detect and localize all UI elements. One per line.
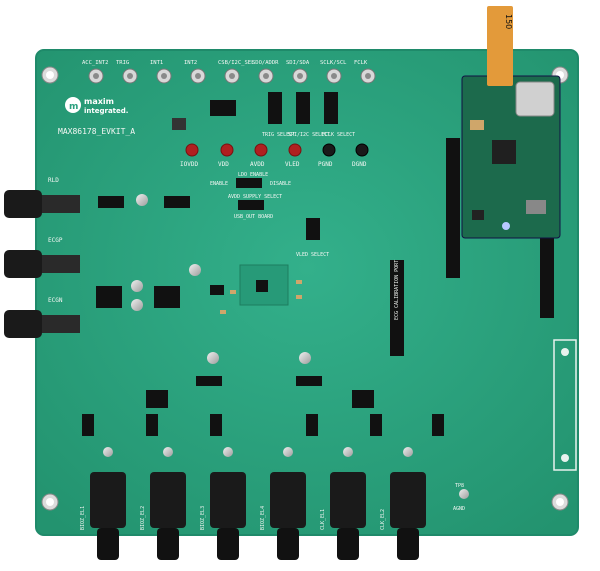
board-name: MAX86178_EVKIT_A xyxy=(58,127,135,136)
ribbon-label: 150 xyxy=(504,14,513,29)
bottom-conn-label-1: BIOZ_EL2 xyxy=(140,506,146,530)
top-label-1: TRIG xyxy=(116,60,129,66)
iovdd-label: IOVDD xyxy=(180,161,198,168)
bottom-conn-body-5 xyxy=(390,472,426,528)
ldo-jumper xyxy=(236,178,262,188)
top-label-4: CSB/I2C_SEL xyxy=(218,60,255,66)
top-label-8: FCLK xyxy=(354,60,368,66)
left-conn-body-1 xyxy=(4,250,42,278)
vdd-label: VDD xyxy=(218,161,229,168)
pcb-board xyxy=(35,49,579,536)
fclk-select-label: FCLK SELECT xyxy=(322,132,355,138)
pgnd-label: PGND xyxy=(318,161,333,168)
dgnd-label: DGND xyxy=(352,161,367,168)
left-conn-neck-0 xyxy=(42,195,80,213)
top-test-point-core-5 xyxy=(263,73,269,79)
mounting-holes xyxy=(41,66,569,511)
trig-select-label: TRIG SELECT xyxy=(262,132,295,138)
bottom-conn-plug-1 xyxy=(157,528,179,560)
top-jumpers xyxy=(172,92,338,130)
ldo-enable-label: LDO ENABLE xyxy=(238,172,268,178)
ecg-cal-label: ECG CALIBRATION PORT xyxy=(394,260,400,320)
top-label-0: ACC_INT2 xyxy=(82,60,109,66)
mcu-module xyxy=(461,75,561,239)
bottom-test-point-4 xyxy=(343,447,353,457)
top-test-point-core-0 xyxy=(93,73,99,79)
top-test-point-core-2 xyxy=(161,73,167,79)
bottom-conn-label-3: BIOZ_EL4 xyxy=(260,506,266,530)
bottom-conn-plug-3 xyxy=(277,528,299,560)
vled-label: VLED xyxy=(285,161,300,168)
logo-line2: integrated. xyxy=(84,107,128,115)
top-label-2: INT1 xyxy=(150,60,163,66)
bottom-test-point-0 xyxy=(103,447,113,457)
bottom-conn-label-5: CLK_EL2 xyxy=(380,509,386,530)
usb-out-board-label: USB_OUT BOARD xyxy=(234,214,273,220)
top-test-point-core-8 xyxy=(365,73,371,79)
ribbon-cable xyxy=(487,6,513,86)
bottom-conn-body-3 xyxy=(270,472,306,528)
power-test-points xyxy=(185,143,369,157)
lower-jumpers xyxy=(82,390,444,436)
ecg-cal-header xyxy=(390,260,404,356)
bottom-conn-plug-4 xyxy=(337,528,359,560)
top-label-3: INT2 xyxy=(184,60,197,66)
top-test-point-core-1 xyxy=(127,73,133,79)
left-jumpers xyxy=(96,194,201,311)
bottom-conn-label-0: BIOZ_EL1 xyxy=(80,506,86,530)
top-test-point-core-7 xyxy=(331,73,337,79)
bottom-test-point-5 xyxy=(403,447,413,457)
bottom-connectors: BIOZ_EL1 BIOZ_EL2 BIOZ_EL3 BIOZ_EL4 CLK_EL1 C… xyxy=(80,447,426,560)
bottom-conn-plug-5 xyxy=(397,528,419,560)
vled-jumper xyxy=(306,218,320,240)
top-test-point-core-6 xyxy=(297,73,303,79)
bottom-conn-plug-2 xyxy=(217,528,239,560)
left-conn-label-2: ECGN xyxy=(48,297,63,304)
left-connectors: RLD ECGP ECGN xyxy=(4,177,80,338)
left-conn-body-2 xyxy=(4,310,42,338)
top-label-6: SDI/SDA xyxy=(286,60,310,66)
ic-area xyxy=(196,264,322,386)
left-conn-neck-1 xyxy=(42,255,80,273)
bottom-conn-label-4: CLK_EL1 xyxy=(320,509,326,530)
tp8-label: TP8 xyxy=(455,483,464,489)
left-conn-neck-2 xyxy=(42,315,80,333)
flex-connector-outline xyxy=(553,339,577,471)
avdd-jumper xyxy=(238,200,264,210)
bottom-conn-label-2: BIOZ_EL3 xyxy=(200,506,206,530)
top-test-point-core-3 xyxy=(195,73,201,79)
agnd-label: AGND xyxy=(453,506,465,512)
top-test-point-core-4 xyxy=(229,73,235,79)
vled-select-label: VLED SELECT xyxy=(296,252,329,258)
disable-label: DISABLE xyxy=(270,181,291,187)
spi-i2c-select-label: SPI/I2C SELECT xyxy=(288,132,330,138)
tp8-point xyxy=(459,489,469,499)
enable-label: ENABLE xyxy=(210,181,228,187)
bottom-conn-plug-0 xyxy=(97,528,119,560)
left-conn-label-1: ECGP xyxy=(48,237,63,244)
left-conn-label-0: RLD xyxy=(48,177,59,184)
top-label-7: SCLK/SCL xyxy=(320,60,347,66)
avdd-label: AVDD xyxy=(250,161,265,168)
bottom-conn-body-1 xyxy=(150,472,186,528)
maxim-logo: m maxim integrated. MAX86178_EVKIT_A xyxy=(58,97,135,136)
svg-text:m: m xyxy=(69,102,78,112)
top-label-5: SDO/ADDR xyxy=(252,60,279,66)
logo-line1: maxim xyxy=(84,97,114,106)
avdd-supply-select-label: AVDD SUPPLY SELECT xyxy=(228,194,282,200)
bottom-conn-body-0 xyxy=(90,472,126,528)
bottom-test-point-2 xyxy=(223,447,233,457)
bottom-conn-body-2 xyxy=(210,472,246,528)
bottom-conn-body-4 xyxy=(330,472,366,528)
bottom-test-point-3 xyxy=(283,447,293,457)
bottom-test-point-1 xyxy=(163,447,173,457)
left-conn-body-0 xyxy=(4,190,42,218)
